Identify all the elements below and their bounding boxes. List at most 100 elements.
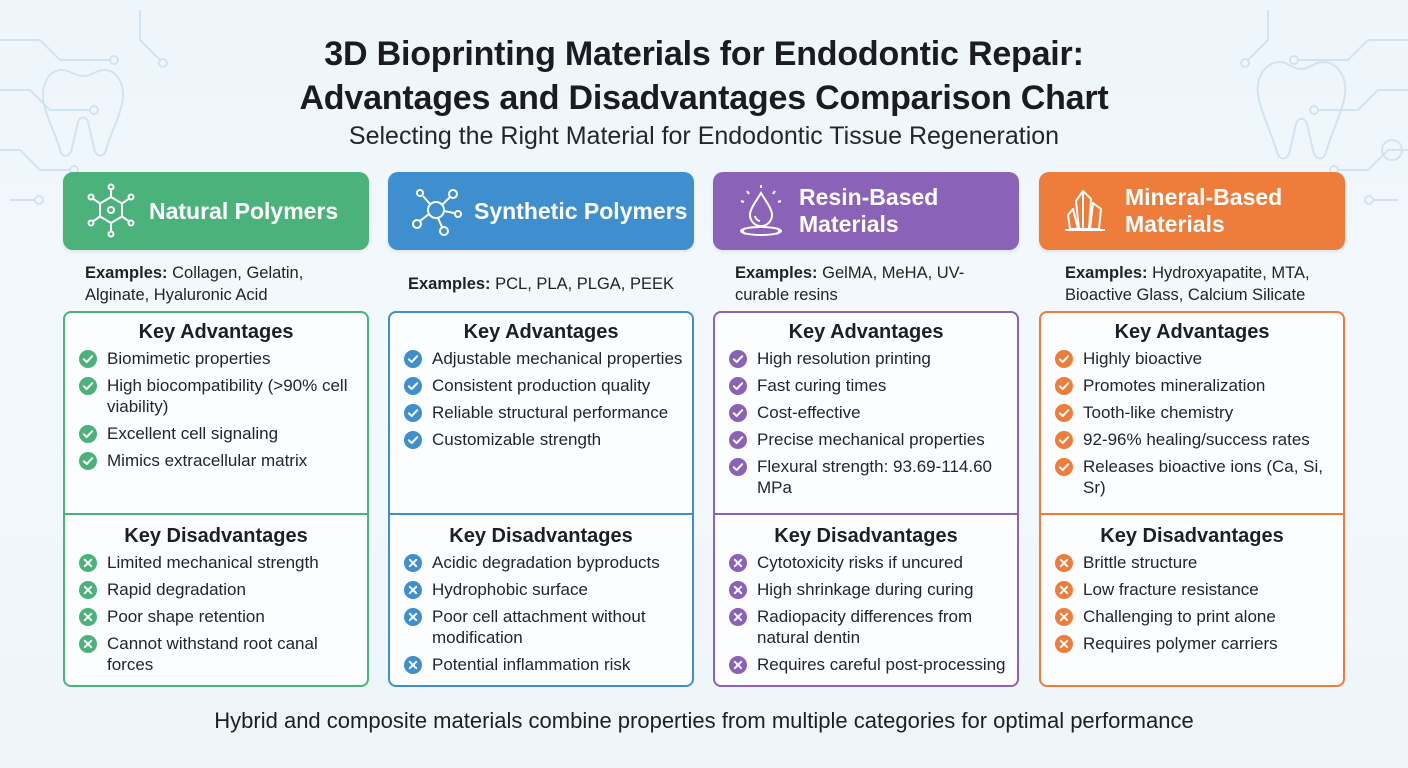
check-circle-icon bbox=[1055, 458, 1073, 476]
list-item: Releases bioactive ions (Ca, Si, Sr) bbox=[1055, 457, 1337, 498]
x-circle-icon bbox=[1055, 635, 1073, 653]
title-line-1: 3D Bioprinting Materials for Endodontic … bbox=[324, 35, 1084, 73]
list-item: Precise mechanical properties bbox=[729, 430, 1011, 451]
check-circle-icon bbox=[79, 377, 97, 395]
resin-drop-icon bbox=[740, 185, 782, 236]
list-item: Potential inflammation risk bbox=[404, 655, 686, 676]
list-item: Adjustable mechanical properties bbox=[404, 349, 686, 370]
advantages-list: Highly bioactive Promotes mineralization… bbox=[1041, 349, 1343, 498]
list-item: Flexural strength: 93.69-114.60 MPa bbox=[729, 457, 1011, 498]
list-item: Promotes mineralization bbox=[1055, 376, 1337, 397]
examples-resin-based-materials: Examples: GelMA, MeHA, UV-curable resins bbox=[735, 264, 965, 304]
list-item: High shrinkage during curing bbox=[729, 580, 1011, 601]
list-item: Reliable structural performance bbox=[404, 403, 686, 424]
section-divider bbox=[1041, 513, 1343, 515]
header-title: Mineral-Based Materials bbox=[1125, 184, 1283, 237]
x-circle-icon bbox=[729, 581, 747, 599]
x-circle-icon bbox=[79, 581, 97, 599]
check-circle-icon bbox=[404, 377, 422, 395]
disadvantages-section: Key Disadvantages Limited mechanical str… bbox=[65, 515, 367, 675]
x-circle-icon bbox=[79, 554, 97, 572]
list-item: Hydrophobic surface bbox=[404, 580, 686, 601]
list-item: Cannot withstand root canal forces bbox=[79, 634, 361, 675]
check-circle-icon bbox=[79, 350, 97, 368]
column-resin-based-materials: Resin-Based Materials Examples: GelMA, M… bbox=[713, 172, 1019, 687]
section-divider bbox=[390, 513, 692, 515]
panel-synthetic-polymers: Key Advantages Adjustable mechanical pro… bbox=[388, 311, 694, 687]
examples-mineral-based-materials: Examples: Hydroxyapatite, MTA, Bioactive… bbox=[1065, 264, 1310, 304]
check-circle-icon bbox=[1055, 350, 1073, 368]
disadvantages-list: Acidic degradation byproducts Hydrophobi… bbox=[390, 553, 692, 675]
advantages-section: Key Advantages Adjustable mechanical pro… bbox=[390, 313, 692, 513]
examples-synthetic-polymers: Examples: PCL, PLA, PLGA, PEEK bbox=[408, 275, 674, 293]
molecule-nodes-icon bbox=[412, 189, 462, 236]
list-item: Cost-effective bbox=[729, 403, 1011, 424]
check-circle-icon bbox=[729, 350, 747, 368]
advantages-list: High resolution printing Fast curing tim… bbox=[715, 349, 1017, 498]
list-item: 92-96% healing/success rates bbox=[1055, 430, 1337, 451]
x-circle-icon bbox=[1055, 608, 1073, 626]
page-subtitle: Selecting the Right Material for Endodon… bbox=[348, 122, 1060, 150]
list-item: Requires polymer carriers bbox=[1055, 634, 1337, 655]
advantages-title: Key Advantages bbox=[463, 321, 619, 343]
section-divider bbox=[715, 513, 1017, 515]
examples-natural-polymers: Examples: Collagen, Gelatin, Alginate, H… bbox=[85, 264, 304, 304]
disadvantages-section: Key Disadvantages Acidic degradation byp… bbox=[390, 515, 692, 675]
page-title: 3D Bioprinting Materials for Endodontic … bbox=[0, 32, 1408, 120]
list-item: Cytotoxicity risks if uncured bbox=[729, 553, 1011, 574]
list-item: Tooth-like chemistry bbox=[1055, 403, 1337, 424]
column-mineral-based-materials: Mineral-Based Materials Examples: Hydrox… bbox=[1039, 172, 1345, 687]
disadvantages-list: Limited mechanical strength Rapid degrad… bbox=[65, 553, 367, 675]
check-circle-icon bbox=[79, 424, 97, 443]
panel-mineral-based-materials: Key Advantages Highly bioactive Promotes… bbox=[1039, 311, 1345, 687]
check-circle-icon bbox=[1055, 431, 1073, 449]
x-circle-icon bbox=[79, 635, 97, 653]
column-synthetic-polymers: Synthetic Polymers Examples: PCL, PLA, P… bbox=[388, 172, 694, 687]
x-circle-icon bbox=[729, 655, 747, 674]
molecule-network-icon bbox=[87, 183, 135, 238]
list-item: Rapid degradation bbox=[79, 580, 361, 601]
crystal-icon bbox=[1065, 190, 1105, 231]
list-item: Mimics extracellular matrix bbox=[79, 451, 361, 472]
panel-resin-based-materials: Key Advantages High resolution printing … bbox=[713, 311, 1019, 687]
list-item: Customizable strength bbox=[404, 430, 686, 451]
advantages-list: Adjustable mechanical properties Consist… bbox=[390, 349, 692, 451]
x-circle-icon bbox=[79, 608, 97, 626]
title-line-2: Advantages and Disadvantages Comparison … bbox=[299, 79, 1109, 117]
x-circle-icon bbox=[404, 554, 422, 572]
list-item: High biocompatibility (>90% cell viabili… bbox=[79, 376, 361, 417]
list-item: Biomimetic properties bbox=[79, 349, 361, 370]
list-item: Poor shape retention bbox=[79, 607, 361, 628]
advantages-title: Key Advantages bbox=[138, 321, 294, 343]
x-circle-icon bbox=[404, 581, 422, 599]
disadvantages-list: Brittle structure Low fracture resistanc… bbox=[1041, 553, 1343, 655]
footer-note: Hybrid and composite materials combine p… bbox=[214, 708, 1194, 733]
x-circle-icon bbox=[404, 608, 422, 626]
check-circle-icon bbox=[1055, 377, 1073, 395]
list-item: Highly bioactive bbox=[1055, 349, 1337, 370]
header-synthetic-polymers: Synthetic Polymers bbox=[388, 172, 694, 250]
list-item: Fast curing times bbox=[729, 376, 1011, 397]
check-circle-icon bbox=[729, 431, 747, 449]
header-natural-polymers: Natural Polymers bbox=[63, 172, 369, 250]
list-item: Acidic degradation byproducts bbox=[404, 553, 686, 574]
advantages-title: Key Advantages bbox=[788, 321, 944, 343]
header-title: Resin-Based Materials bbox=[799, 184, 939, 237]
header-resin-based-materials: Resin-Based Materials bbox=[713, 172, 1019, 250]
check-circle-icon bbox=[1055, 404, 1073, 422]
disadvantages-section: Key Disadvantages Cytotoxicity risks if … bbox=[715, 515, 1017, 675]
disadvantages-title: Key Disadvantages bbox=[449, 525, 633, 547]
x-circle-icon bbox=[1055, 581, 1073, 599]
advantages-section: Key Advantages Biomimetic properties Hig… bbox=[65, 313, 367, 513]
check-circle-icon bbox=[729, 458, 747, 476]
advantages-section: Key Advantages Highly bioactive Promotes… bbox=[1041, 313, 1343, 513]
header-title: Synthetic Polymers bbox=[474, 197, 688, 224]
list-item: Poor cell attachment without modificatio… bbox=[404, 607, 686, 648]
list-item: High resolution printing bbox=[729, 349, 1011, 370]
list-item: Requires careful post-processing bbox=[729, 655, 1011, 676]
header-mineral-based-materials: Mineral-Based Materials bbox=[1039, 172, 1345, 250]
x-circle-icon bbox=[1055, 554, 1073, 572]
column-natural-polymers: Natural Polymers Examples: Collagen, Gel… bbox=[63, 172, 369, 687]
check-circle-icon bbox=[404, 431, 422, 449]
header-title: Natural Polymers bbox=[149, 197, 339, 224]
